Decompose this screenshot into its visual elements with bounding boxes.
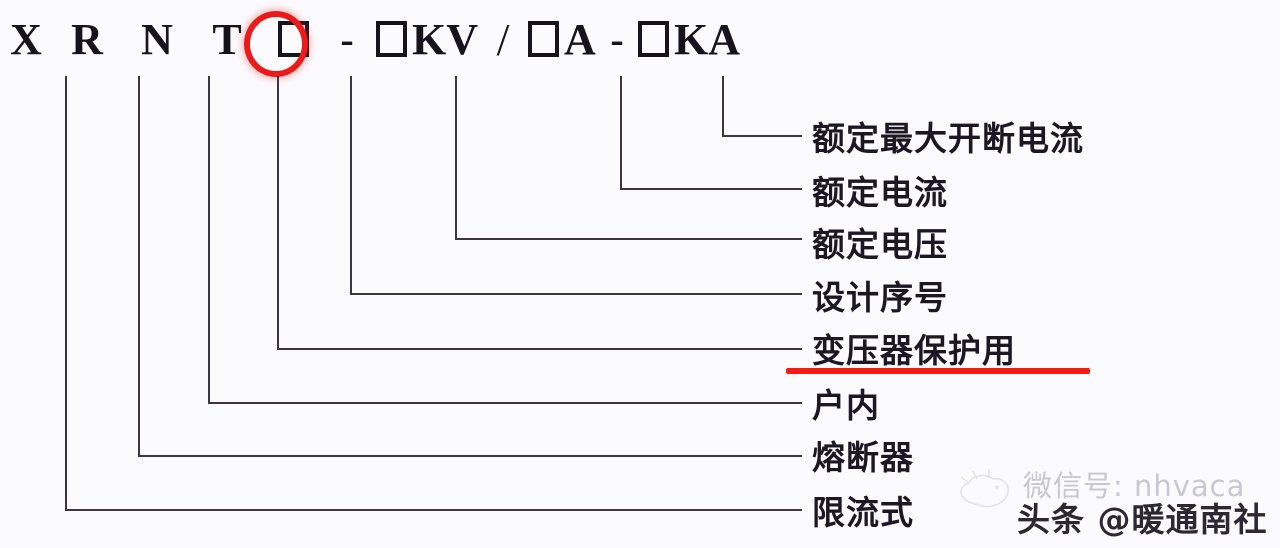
callout-label-fuse: 熔断器 [812,438,914,477]
leader-hline-indoor [208,402,802,404]
leader-vline-fuse [138,76,140,457]
callout-label-rated-current: 额定电流 [812,173,948,212]
leader-vline-design-serial-number [350,76,352,295]
leader-hline-design-serial-number [350,293,802,295]
callout-label-rated-max-breaking-current: 额定最大开断电流 [812,119,1084,158]
callout-label-indoor: 户内 [812,386,880,425]
leader-vline-rated-current [620,76,622,190]
code-separator-slash: / [496,14,510,65]
code-box-design-serial [262,18,324,62]
code-separator-dash-2: - [610,17,624,62]
leader-hline-for-transformer-protection [277,348,802,350]
empty-box-icon [375,21,407,57]
code-letter-n: N [141,15,173,64]
code-unit-a: A [564,15,596,64]
code-box-rated-voltage [370,18,412,62]
leader-hline-rated-max-breaking-current [722,135,802,137]
leader-hline-rated-current [620,188,802,190]
leader-vline-indoor [208,76,210,404]
leader-vline-rated-max-breaking-current [722,76,724,137]
code-unit-kv: KV [412,15,478,64]
leader-hline-rated-voltage [455,238,802,240]
code-box-rated-max-breaking-current [632,18,674,62]
code-box-rated-current [522,18,564,62]
callout-label-rated-voltage: 额定电压 [812,225,948,264]
callout-underline-for-transformer-protection [786,368,1090,374]
empty-box-icon [527,21,559,57]
code-letter-x: X [10,15,42,64]
bird-logo-icon [960,469,1009,508]
leader-vline-current-limiting-type [65,76,67,511]
code-separator-dash-1: - [340,17,354,62]
code-letter-t-highlighted: T [212,15,242,64]
watermark-wechat-id: 微信号: nhvaca [1023,469,1246,503]
callout-label-current-limiting-type: 限流式 [812,493,914,532]
watermark-toutiao-handle: 头条 @暖通南社 [1017,500,1268,539]
empty-box-icon [637,21,669,57]
empty-box-icon [277,21,309,57]
leader-vline-rated-voltage [455,76,457,240]
leader-hline-current-limiting-type [65,509,802,511]
watermark: 微信号: nhvaca 头条 @暖通南社 [955,455,1280,548]
leader-hline-fuse [138,455,802,457]
code-unit-ka: KA [674,15,740,64]
leader-vline-for-transformer-protection [277,76,279,350]
callout-label-design-serial-number: 设计序号 [812,278,948,317]
callout-label-for-transformer-protection: 变压器保护用 [812,331,1016,370]
model-code-row: X R N T - KV / A - KA [0,8,860,72]
code-letter-r: R [71,15,103,64]
